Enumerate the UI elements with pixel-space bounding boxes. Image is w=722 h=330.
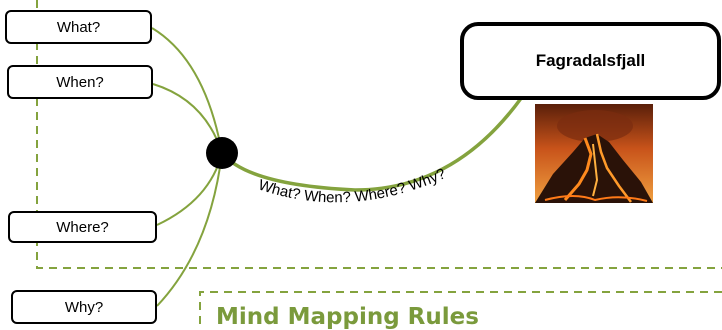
volcano-eruption-image bbox=[535, 104, 653, 203]
connector-what bbox=[152, 28, 222, 153]
question-when[interactable]: When? bbox=[7, 65, 153, 99]
hub-node bbox=[206, 137, 238, 169]
question-what[interactable]: What? bbox=[5, 10, 152, 44]
rules-title: Mind Mapping Rules bbox=[216, 304, 479, 330]
central-topic-node[interactable]: Fagradalsfjall bbox=[460, 22, 721, 100]
question-where[interactable]: Where? bbox=[8, 211, 157, 243]
main-branch bbox=[222, 97, 522, 190]
question-why[interactable]: Why? bbox=[11, 290, 157, 324]
branch-label: What? When? Where? Why? bbox=[256, 165, 448, 206]
